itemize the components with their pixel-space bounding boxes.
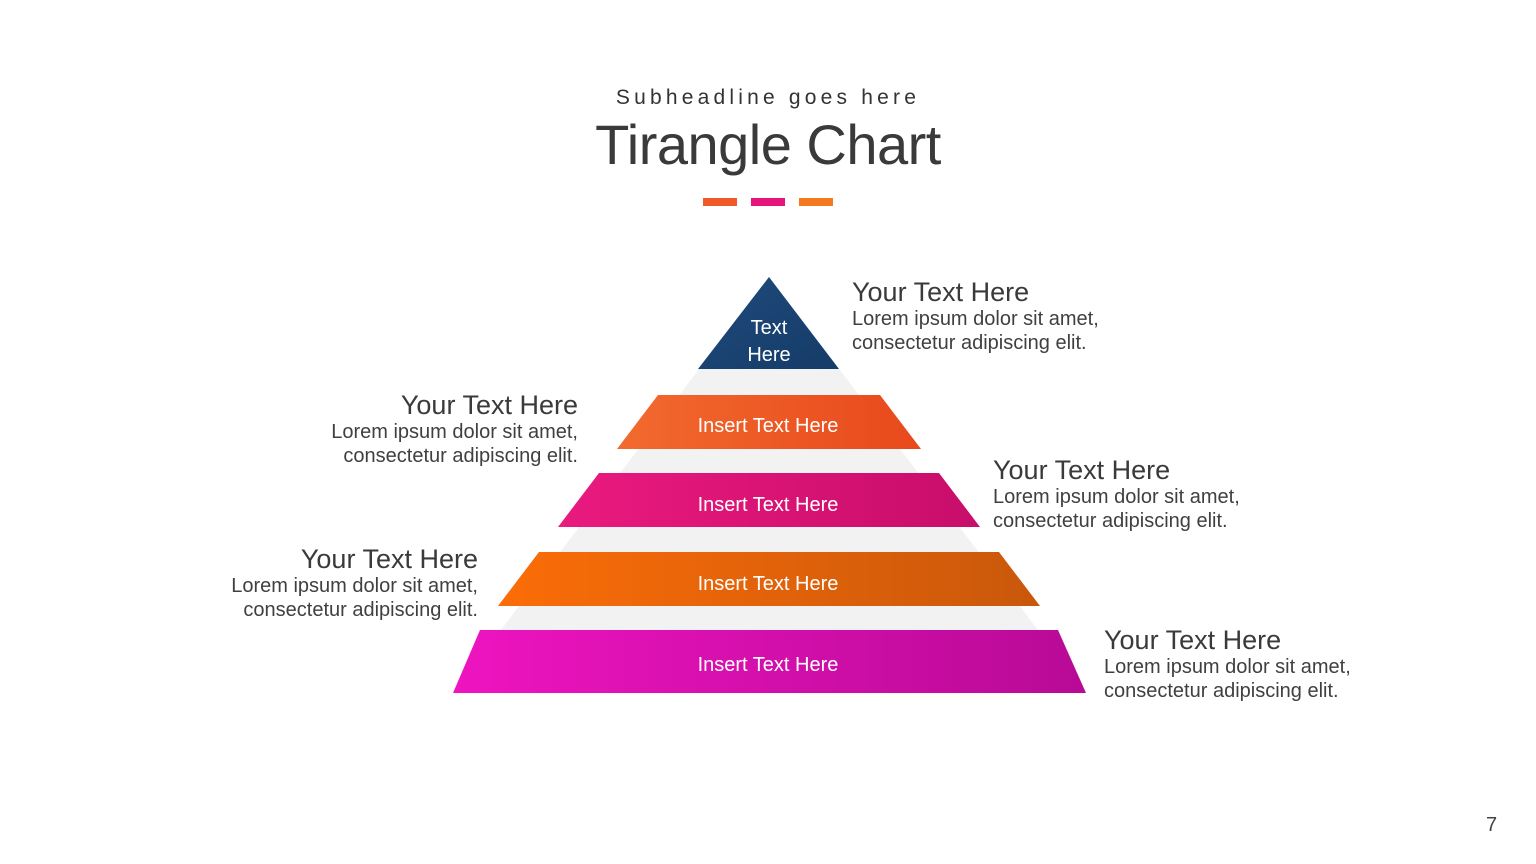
callout-tier-1: Your Text Here Lorem ipsum dolor sit ame… — [852, 277, 1099, 355]
callout-body-line2: consectetur adipiscing elit. — [1104, 680, 1339, 702]
pyramid-tier-5[interactable] — [453, 630, 1086, 693]
callout-body-line2: consectetur adipiscing elit. — [852, 332, 1087, 354]
accent-dash-3 — [799, 198, 833, 206]
callout-heading: Your Text Here — [852, 277, 1030, 307]
pyramid-tier-2[interactable] — [617, 395, 921, 449]
callout-body-line1: Lorem ipsum dolor sit amet, — [331, 421, 578, 443]
subheadline: Subheadline goes here — [615, 86, 921, 109]
callout-body-line2: consectetur adipiscing elit. — [243, 599, 478, 621]
callout-body-line2: consectetur adipiscing elit. — [343, 445, 578, 467]
callout-body-line1: Lorem ipsum dolor sit amet, — [1104, 656, 1351, 678]
tier-1-label: Text Here — [619, 315, 919, 369]
callout-tier-5: Your Text Here Lorem ipsum dolor sit ame… — [1104, 625, 1351, 703]
callout-heading: Your Text Here — [1104, 625, 1282, 655]
page-title: Tirangle Chart — [595, 113, 941, 176]
callout-tier-2: Your Text Here Lorem ipsum dolor sit ame… — [331, 390, 578, 468]
callout-heading: Your Text Here — [993, 455, 1171, 485]
accent-dash-2 — [751, 198, 785, 206]
callout-heading: Your Text Here — [300, 544, 478, 574]
accent-dash-1 — [703, 198, 737, 206]
tier-1-label-line1: Text — [750, 317, 788, 339]
callout-body-line2: consectetur adipiscing elit. — [993, 510, 1228, 532]
callout-body-line1: Lorem ipsum dolor sit amet, — [231, 575, 478, 597]
tier-2-label: Insert Text Here — [697, 415, 839, 437]
callout-body-line1: Lorem ipsum dolor sit amet, — [993, 486, 1240, 508]
page-number: 7 — [1486, 814, 1498, 836]
title-accent-dashes — [703, 198, 833, 206]
callout-tier-3: Your Text Here Lorem ipsum dolor sit ame… — [993, 455, 1240, 533]
tier-1-label-line2: Here — [747, 344, 791, 366]
callout-tier-4: Your Text Here Lorem ipsum dolor sit ame… — [231, 544, 478, 622]
tier-5-label: Insert Text Here — [697, 654, 839, 676]
tier-3-label: Insert Text Here — [697, 494, 839, 516]
pyramid-tier-4[interactable] — [498, 552, 1040, 606]
tier-4-label: Insert Text Here — [697, 573, 839, 595]
pyramid-tier-1[interactable] — [698, 277, 839, 369]
callout-heading: Your Text Here — [400, 390, 578, 420]
pyramid-tier-3[interactable] — [558, 473, 980, 527]
callout-body-line1: Lorem ipsum dolor sit amet, — [852, 308, 1099, 330]
